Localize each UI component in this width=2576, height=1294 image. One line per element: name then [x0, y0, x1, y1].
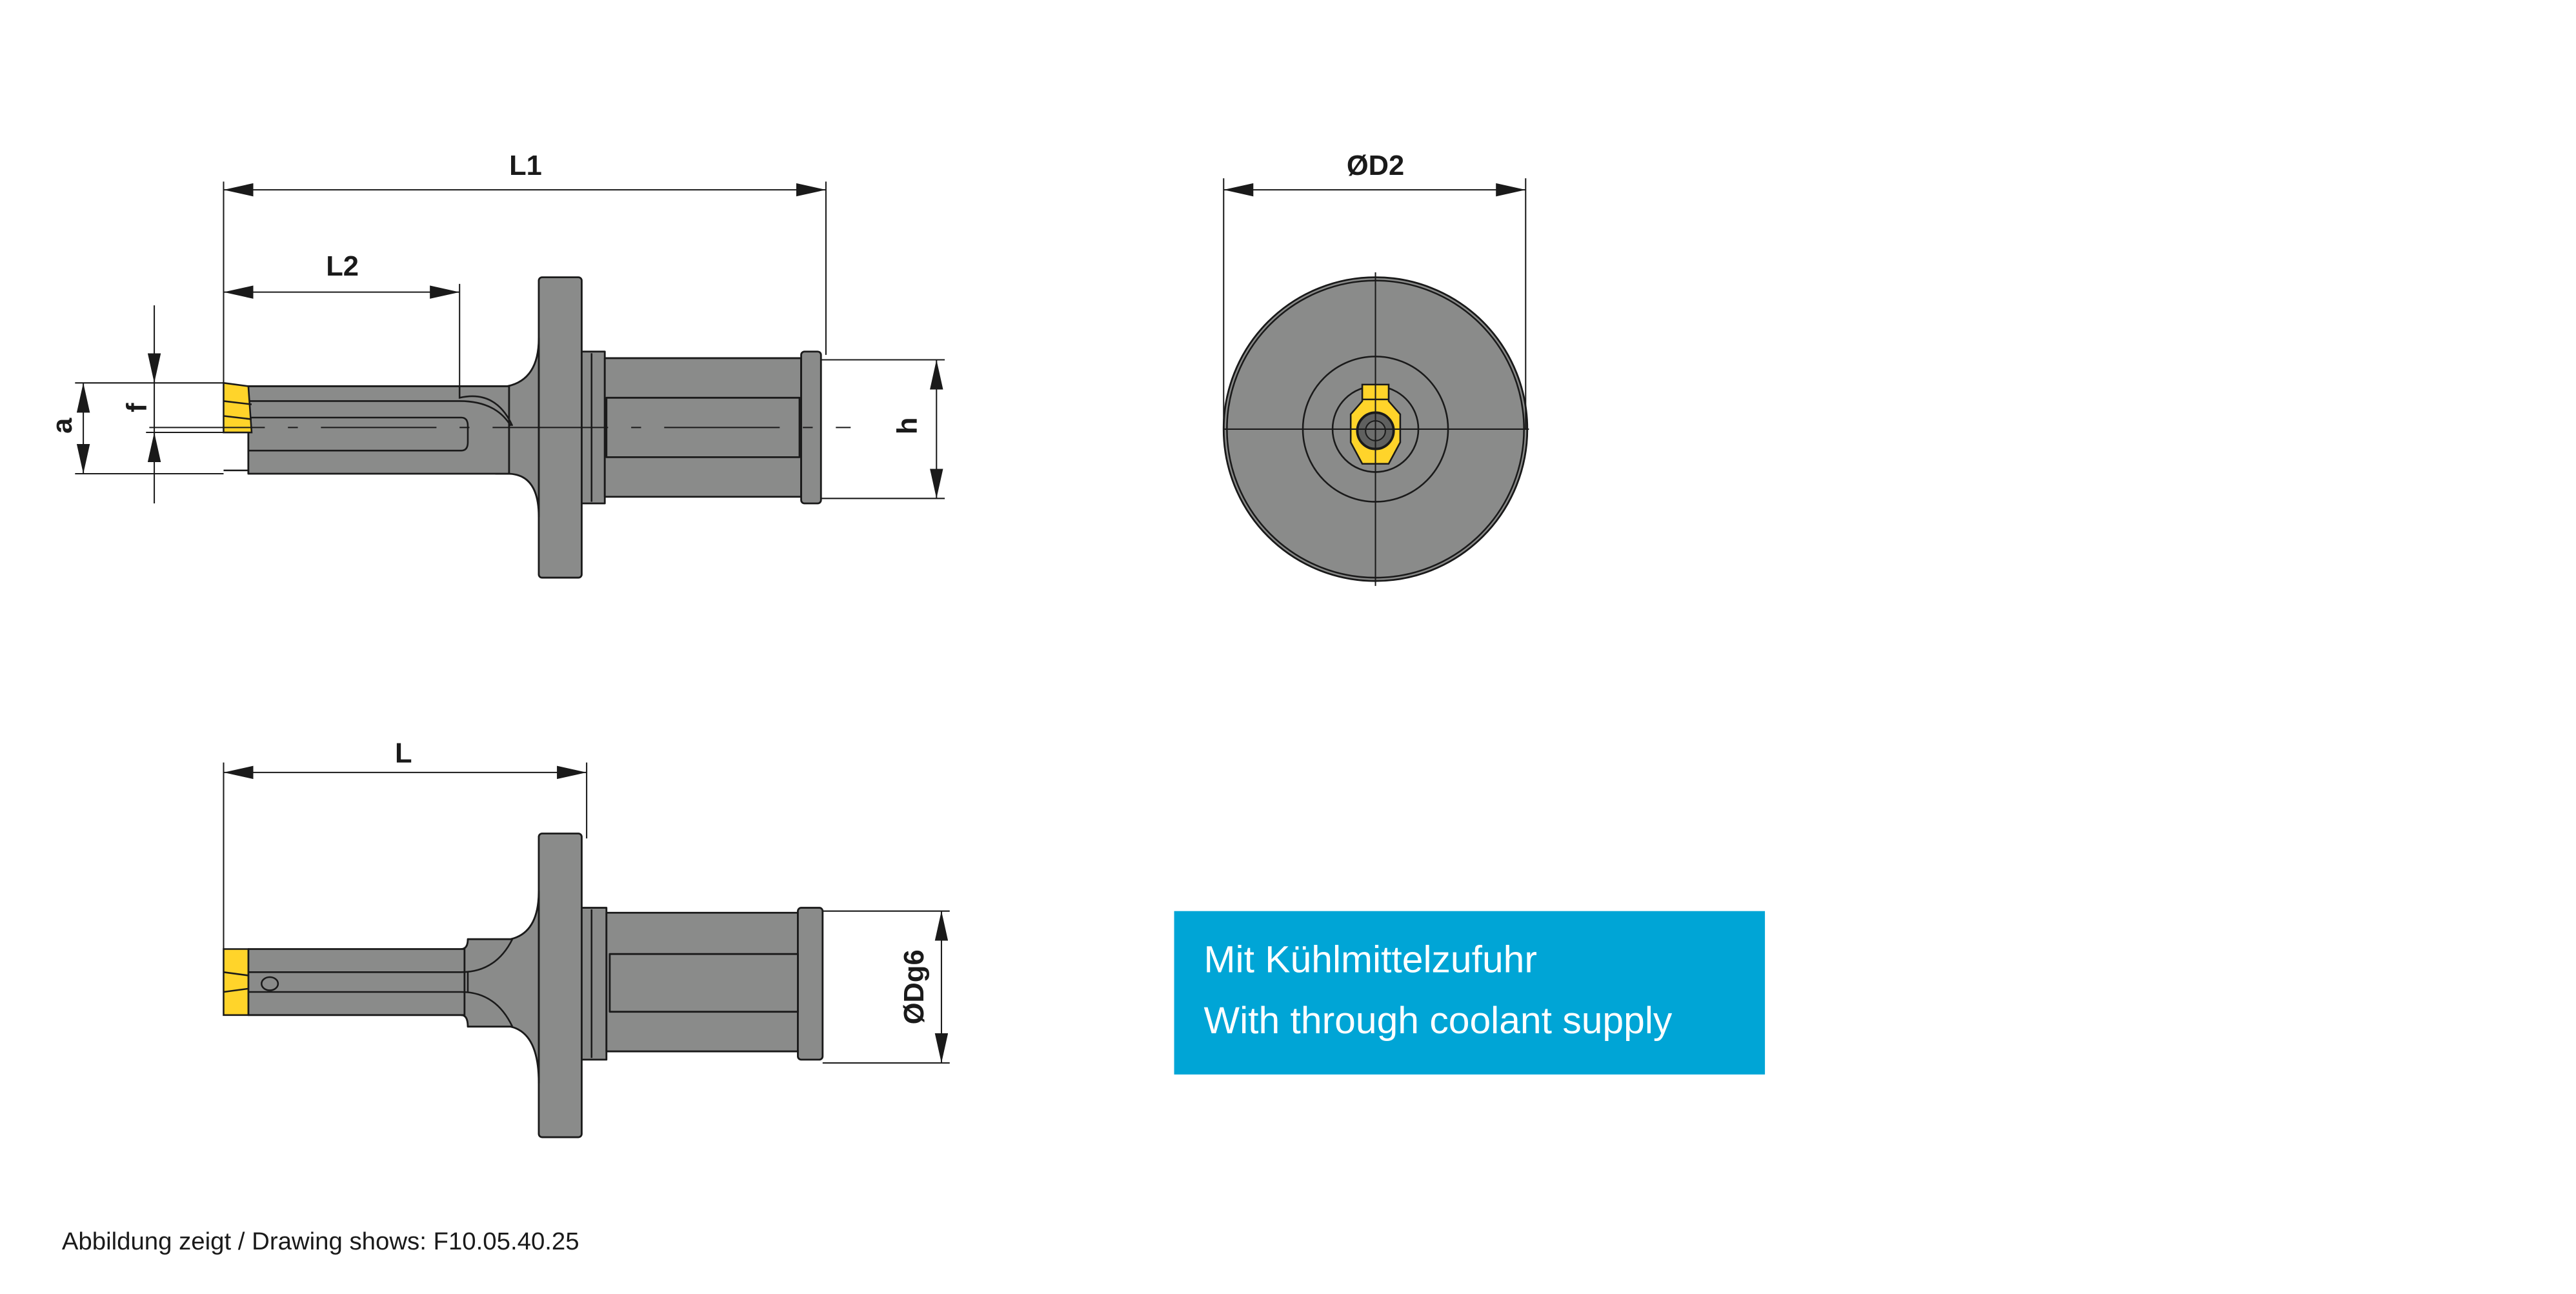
- shank: [247, 948, 466, 1016]
- side-view: L1 L2 a f h: [47, 150, 945, 579]
- shank: [247, 385, 510, 475]
- coolant-note: Mit Kühlmittelzufuhr With through coolan…: [1174, 911, 1766, 1075]
- flange: [538, 833, 583, 1138]
- note-background: [1174, 911, 1766, 1075]
- label-D2: ØD2: [1347, 150, 1404, 181]
- end-view: ØD2: [1222, 150, 1529, 586]
- label-h: h: [892, 418, 923, 435]
- label-a: a: [47, 418, 78, 434]
- collar-ring: [581, 907, 608, 1061]
- label-L1: L1: [509, 150, 542, 181]
- label-Dg6: ØDg6: [899, 949, 930, 1024]
- drawing-caption: Abbildung zeigt / Drawing shows: F10.05.…: [62, 1228, 579, 1255]
- label-f: f: [121, 403, 152, 412]
- coolant-outlet: [261, 976, 279, 991]
- bottom-view: L ØDg6: [223, 738, 950, 1138]
- note-line-en: With through coolant supply: [1204, 1000, 1673, 1042]
- clamping-flat: [609, 953, 799, 1013]
- end-collar: [797, 907, 824, 1061]
- cutting-insert: [223, 948, 250, 1016]
- note-line-de: Mit Kühlmittelzufuhr: [1204, 938, 1537, 980]
- cutting-insert: [223, 381, 253, 434]
- neck-fillet: [460, 890, 540, 1084]
- label-L: L: [395, 738, 412, 769]
- label-L2: L2: [326, 251, 359, 282]
